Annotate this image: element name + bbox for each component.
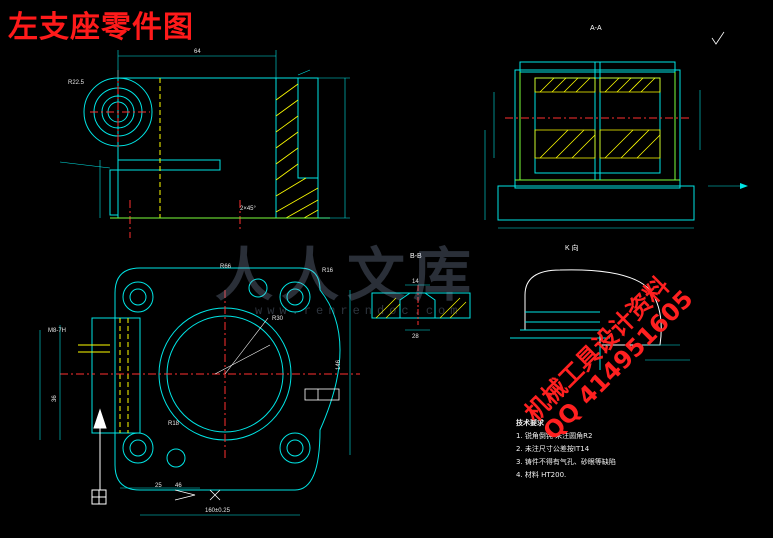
dim-64: 64 bbox=[194, 49, 201, 55]
dim-160: 160±0.25 bbox=[205, 508, 231, 514]
note-item: 4. 材料 HT200. bbox=[516, 471, 567, 479]
watermark-url: www.renrendoc.com bbox=[255, 304, 463, 318]
plan-view bbox=[39, 267, 360, 516]
drawing-title: 左支座零件图 bbox=[8, 10, 194, 45]
dim-r18: R18 bbox=[168, 421, 180, 427]
dim-28: 28 bbox=[412, 334, 419, 340]
notes-heading: 技术要求 bbox=[516, 419, 544, 427]
dim-r22: R22.5 bbox=[68, 80, 85, 86]
dim-14: 14 bbox=[412, 279, 419, 285]
section-bb-label: B-B bbox=[410, 253, 422, 260]
dim-chamfer: 2×45° bbox=[240, 206, 257, 212]
section-aa-view bbox=[484, 31, 748, 229]
note-item: 2. 未注尺寸公差按IT14 bbox=[516, 445, 590, 453]
technical-notes: 技术要求 1. 锐角倒钝 未注圆角R2 2. 未注尺寸公差按IT14 3. 铸件… bbox=[516, 418, 626, 480]
section-bb-view bbox=[371, 284, 471, 331]
watermark-logo-text: 人人文库 bbox=[215, 241, 480, 309]
view-k-label: K 向 bbox=[565, 243, 579, 252]
front-view bbox=[59, 50, 350, 238]
note-item: 3. 铸件不得有气孔、砂眼等缺陷 bbox=[516, 458, 616, 466]
dim-r16: R16 bbox=[322, 268, 334, 274]
section-aa-label: A-A bbox=[590, 25, 602, 32]
dim-36: 36 bbox=[52, 395, 58, 402]
dim-146: 146 bbox=[336, 359, 342, 370]
note-item: 1. 锐角倒钝 未注圆角R2 bbox=[516, 432, 593, 440]
dim-thread: M8-7H bbox=[48, 328, 66, 334]
view-k bbox=[510, 269, 690, 370]
dim-r30: R30 bbox=[272, 316, 284, 322]
dim-r66: R66 bbox=[220, 264, 232, 270]
dim-46: 46 bbox=[175, 483, 182, 489]
dimension-labels: 64 R22.5 2×45° 146 R66 R16 M8-7H R30 R18… bbox=[48, 49, 419, 514]
dim-25: 25 bbox=[155, 483, 162, 489]
